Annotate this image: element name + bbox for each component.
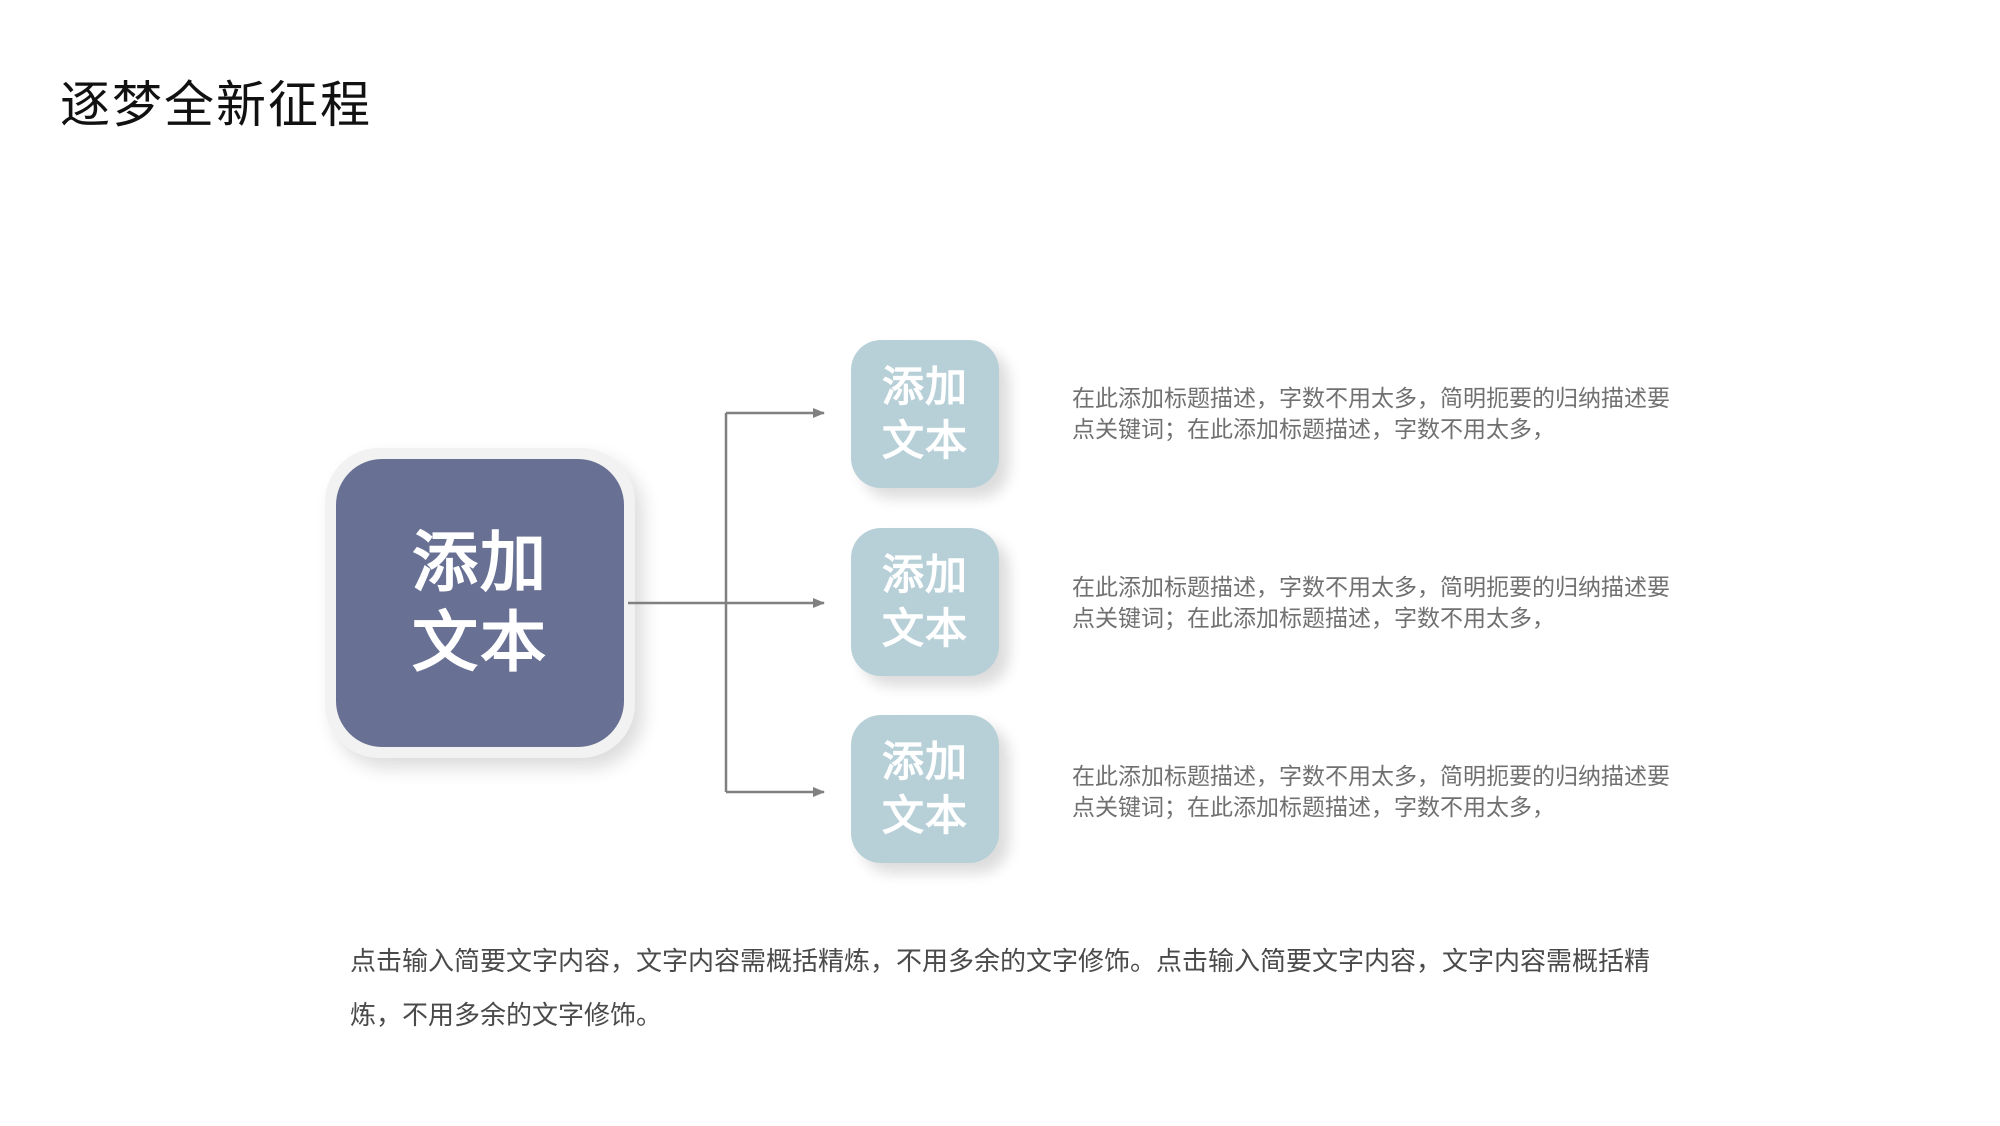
branch-description-3: 在此添加标题描述，字数不用太多，简明扼要的归纳描述要点关键词；在此添加标题描述，… <box>1072 764 1670 821</box>
main-node: 添加文本 <box>325 448 635 758</box>
branch-node-3: 添加文本 <box>851 715 999 863</box>
branch-node-label: 添加文本 <box>881 737 968 840</box>
main-node-label: 添加文本 <box>412 524 548 681</box>
branch-node-label: 添加文本 <box>881 550 968 653</box>
branch-node-2: 添加文本 <box>851 528 999 676</box>
branch-node-1: 添加文本 <box>851 340 999 488</box>
main-node-inner: 添加文本 <box>336 459 624 747</box>
footer-text: 点击输入简要文字内容，文字内容需概括精炼，不用多余的文字修饰。点击输入简要文字内… <box>350 947 1651 1031</box>
page-title: 逐梦全新征程 <box>60 76 372 134</box>
branch-description-2: 在此添加标题描述，字数不用太多，简明扼要的归纳描述要点关键词；在此添加标题描述，… <box>1072 575 1670 632</box>
branch-node-label: 添加文本 <box>881 362 968 465</box>
branch-description-1: 在此添加标题描述，字数不用太多，简明扼要的归纳描述要点关键词；在此添加标题描述，… <box>1072 386 1670 443</box>
